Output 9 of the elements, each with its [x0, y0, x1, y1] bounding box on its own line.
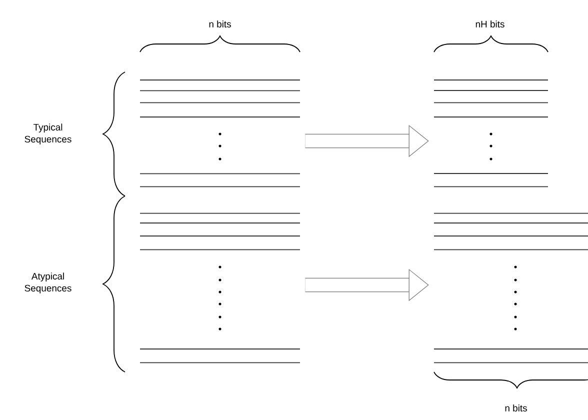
text-label: nH bits	[476, 20, 504, 28]
bit-string-list	[434, 212, 588, 364]
text-label: Typical Sequences	[24, 124, 72, 144]
text-label: n bits	[209, 20, 231, 28]
bit-string-list	[140, 80, 300, 188]
text-label: n bits	[505, 404, 527, 412]
text-label: Atypical Sequences	[24, 272, 72, 294]
bit-string-list	[434, 80, 548, 188]
bit-string-list	[140, 212, 300, 364]
